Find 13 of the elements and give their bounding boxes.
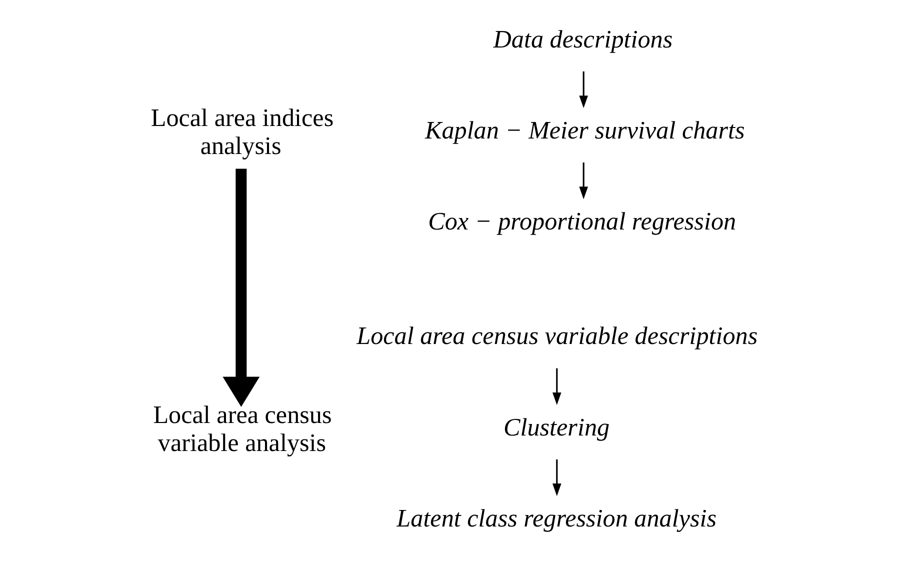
- node-text: Data descriptions: [493, 26, 673, 54]
- arrow: [579, 162, 588, 200]
- arrow: [579, 71, 588, 108]
- arrow: [552, 459, 562, 496]
- node-text: Cox − proportional regression: [428, 208, 736, 236]
- node-text: Local area census variable descriptions: [356, 323, 758, 350]
- arrow: [552, 368, 562, 406]
- node-text: Clustering: [503, 414, 610, 442]
- node-text: Kaplan − Meier survival charts: [424, 117, 745, 144]
- node-text: Latent class regression analysis: [396, 505, 717, 532]
- node-text: Local area indices analysis: [150, 104, 334, 160]
- arrow: [222, 168, 260, 407]
- node-text: Local area census variable analysis: [153, 402, 332, 458]
